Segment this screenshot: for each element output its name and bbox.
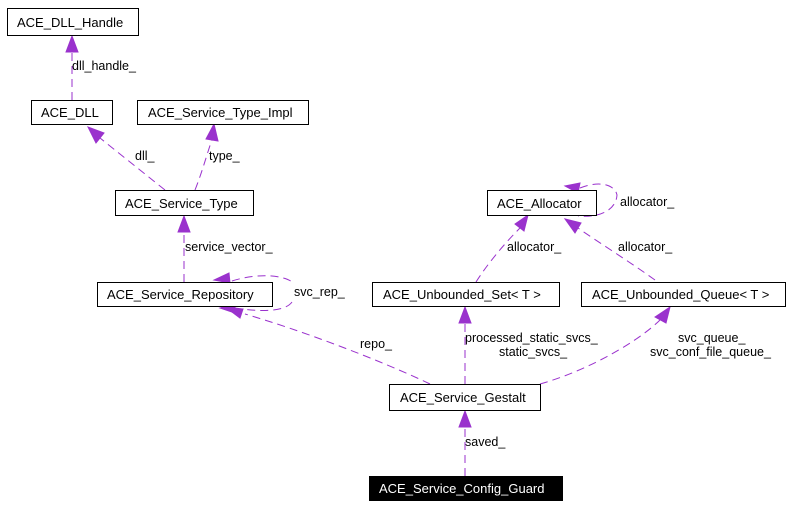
node-label: ACE_Service_Repository bbox=[107, 287, 254, 302]
edge-label: saved_ bbox=[465, 435, 506, 449]
edge-label: dll_ bbox=[135, 149, 156, 163]
edge-label: type_ bbox=[209, 149, 241, 163]
edge-service-gestalt-to-service-repository: repo_ bbox=[226, 308, 431, 385]
arrowhead-icon bbox=[212, 272, 231, 284]
node-ace-unbounded-set[interactable]: ACE_Unbounded_Set< T > bbox=[372, 282, 560, 307]
arrowhead-icon bbox=[86, 126, 105, 144]
arrowhead-icon bbox=[226, 308, 244, 319]
node-label: ACE_DLL bbox=[41, 105, 99, 120]
node-label: ACE_Unbounded_Queue< T > bbox=[592, 287, 769, 302]
edge-label: static_svcs_ bbox=[499, 345, 568, 359]
node-ace-unbounded-queue[interactable]: ACE_Unbounded_Queue< T > bbox=[581, 282, 786, 307]
edge-service-gestalt-to-unbounded-queue: svc_queue_ svc_conf_file_queue_ bbox=[539, 305, 772, 385]
edge-service-gestalt-to-unbounded-set: processed_static_svcs_ static_svcs_ bbox=[458, 305, 599, 384]
arrowhead-icon bbox=[563, 218, 582, 234]
edge-label: svc_rep_ bbox=[294, 285, 346, 299]
node-ace-dll[interactable]: ACE_DLL bbox=[31, 100, 113, 125]
edge-label: repo_ bbox=[360, 337, 393, 351]
edge-label: allocator_ bbox=[507, 240, 562, 254]
node-ace-allocator[interactable]: ACE_Allocator bbox=[487, 190, 597, 216]
edge-service-config-guard-to-service-gestalt: saved_ bbox=[458, 409, 506, 476]
edge-label: allocator_ bbox=[620, 195, 675, 209]
edge-label: svc_queue_ bbox=[678, 331, 746, 345]
arrowhead-icon bbox=[458, 305, 472, 324]
node-ace-dll-handle[interactable]: ACE_DLL_Handle bbox=[7, 8, 139, 36]
node-label: ACE_Service_Type bbox=[125, 196, 238, 211]
edge-label: processed_static_svcs_ bbox=[465, 331, 599, 345]
node-ace-service-config-guard[interactable]: ACE_Service_Config_Guard bbox=[369, 476, 563, 501]
edge-dll-to-dll-handle: dll_handle_ bbox=[65, 34, 137, 100]
node-label: ACE_Service_Config_Guard bbox=[379, 481, 544, 496]
arrowhead-icon bbox=[458, 409, 472, 428]
arrowhead-icon bbox=[514, 213, 529, 232]
edge-label: dll_handle_ bbox=[72, 59, 137, 73]
arrowhead-icon bbox=[177, 214, 191, 233]
node-label: ACE_Allocator bbox=[497, 196, 582, 211]
edge-allocator-self: allocator_ bbox=[563, 182, 675, 217]
arrowhead-icon bbox=[205, 122, 219, 142]
node-label: ACE_Service_Type_Impl bbox=[148, 105, 293, 120]
node-ace-service-type[interactable]: ACE_Service_Type bbox=[115, 190, 254, 216]
node-label: ACE_Service_Gestalt bbox=[400, 390, 526, 405]
edge-unbounded-set-to-allocator: allocator_ bbox=[475, 213, 562, 283]
edge-label: svc_conf_file_queue_ bbox=[650, 345, 772, 359]
node-ace-service-type-impl[interactable]: ACE_Service_Type_Impl bbox=[137, 100, 309, 125]
node-label: ACE_Unbounded_Set< T > bbox=[383, 287, 541, 302]
edge-service-repository-to-service-type: service_vector_ bbox=[177, 214, 274, 282]
edge-service-type-to-dll: dll_ bbox=[86, 126, 166, 191]
arrowhead-icon bbox=[65, 34, 79, 53]
edge-service-type-to-service-type-impl: type_ bbox=[194, 122, 241, 191]
edge-label: allocator_ bbox=[618, 240, 673, 254]
edge-label: service_vector_ bbox=[185, 240, 274, 254]
edge-unbounded-queue-to-allocator: allocator_ bbox=[563, 218, 673, 281]
node-label: ACE_DLL_Handle bbox=[17, 15, 123, 30]
node-ace-service-repository[interactable]: ACE_Service_Repository bbox=[97, 282, 273, 307]
arrowhead-icon bbox=[654, 305, 671, 324]
node-ace-service-gestalt[interactable]: ACE_Service_Gestalt bbox=[389, 384, 541, 411]
